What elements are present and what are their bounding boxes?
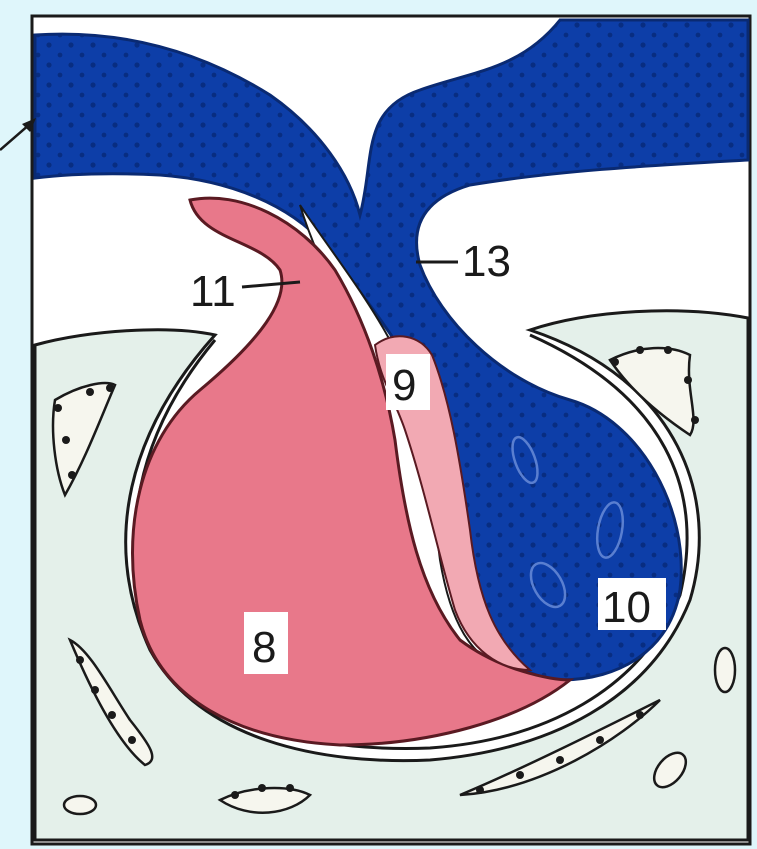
label-8: 8 [252,623,276,672]
label-10: 10 [602,583,651,632]
label-13: 13 [462,237,511,286]
label-11: 11 [190,267,236,316]
label-9: 9 [392,361,416,410]
